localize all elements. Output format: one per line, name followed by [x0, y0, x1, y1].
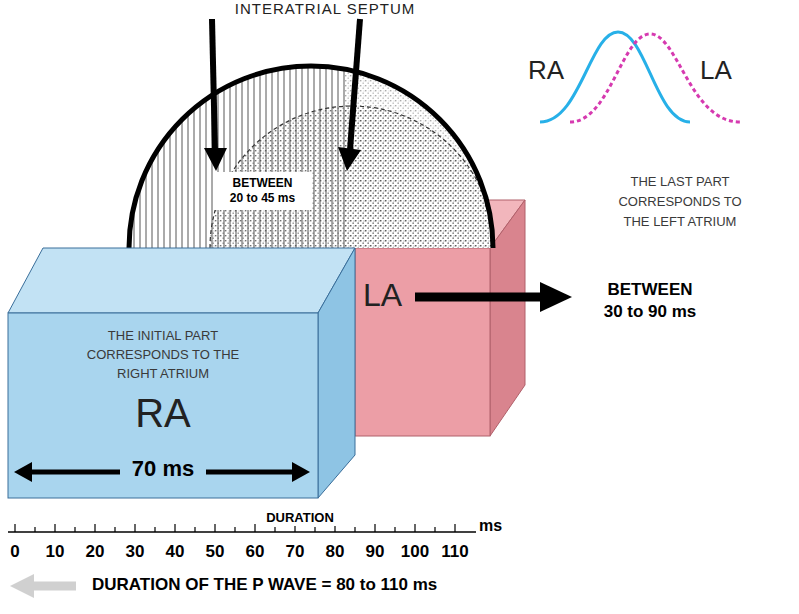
- axis-number: 70: [286, 542, 305, 562]
- axis-number: 50: [206, 542, 225, 562]
- curve-label: LA: [700, 56, 732, 86]
- duration-value: BETWEEN 20 to 45 ms: [227, 176, 299, 206]
- axis-number: 100: [401, 542, 429, 562]
- scale-tick: [374, 524, 375, 532]
- la-arrow: [415, 282, 572, 312]
- duration-value: 70 ms: [123, 457, 203, 481]
- axis-number: 30: [126, 542, 145, 562]
- atrium-name: RA: [113, 393, 213, 433]
- axis-number: 80: [326, 542, 345, 562]
- scale-tick: [454, 524, 455, 532]
- scale-tick: [174, 524, 175, 532]
- scale-tick: [34, 527, 35, 532]
- time-scale: [8, 524, 476, 532]
- axis-number: 10: [46, 542, 65, 562]
- scale-tick: [54, 524, 55, 532]
- axis-unit: ms: [479, 517, 502, 535]
- scale-tick: [274, 527, 275, 532]
- structure-name: INTERATRIAL SEPTUM: [235, 0, 416, 17]
- scale-tick: [74, 527, 75, 532]
- right-atrium-box: THE INITIAL PART CORRESPONDS TO THE RIGH…: [8, 313, 318, 498]
- scale-tick: [414, 524, 415, 532]
- scale-tick: [114, 527, 115, 532]
- scale-tick: [394, 527, 395, 532]
- septum-duration-box: BETWEEN 20 to 45 ms: [213, 172, 312, 210]
- septum-arrow: [204, 19, 361, 171]
- axis-number: 20: [86, 542, 105, 562]
- ra-box: [8, 248, 355, 498]
- scale-tick: [154, 527, 155, 532]
- curve-label: RA: [528, 56, 564, 86]
- atrial-wave-inset: [540, 32, 740, 122]
- scale-tick: [94, 524, 95, 532]
- atrium-description: THE INITIAL PART CORRESPONDS TO THE RIGH…: [83, 327, 243, 384]
- p-wave-dome: [129, 60, 494, 250]
- scale-tick: [254, 524, 255, 532]
- atrium-name: LA: [363, 279, 415, 311]
- axis-number: 0: [10, 542, 19, 562]
- scale-tick: [354, 527, 355, 532]
- direction-arrow: [10, 574, 76, 598]
- summary-text: DURATION OF THE P WAVE = 80 to 110 ms: [92, 575, 437, 595]
- axis-number: 90: [366, 542, 385, 562]
- scale-tick: [134, 524, 135, 532]
- scale-tick: [194, 527, 195, 532]
- axis-title: DURATION: [264, 511, 336, 526]
- scale-tick: [14, 524, 15, 532]
- duration-value: BETWEEN 30 to 90 ms: [600, 279, 700, 323]
- scale-tick: [314, 527, 315, 532]
- axis-number: 60: [246, 542, 265, 562]
- scale-tick: [214, 524, 215, 532]
- axis-number: 110: [441, 542, 468, 562]
- axis-number: 40: [166, 542, 185, 562]
- left-atrium-box: LA: [355, 248, 490, 436]
- scale-tick: [234, 527, 235, 532]
- note-text: THE LAST PART CORRESPONDS TO THE LEFT AT…: [605, 172, 755, 232]
- scale-tick: [434, 527, 435, 532]
